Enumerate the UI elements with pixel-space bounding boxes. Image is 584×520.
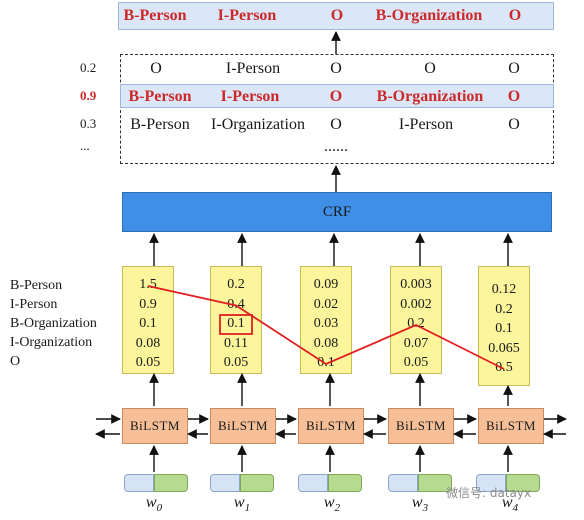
emission-column-0: [122, 266, 174, 374]
candidate-score-1: 0.9: [80, 88, 97, 103]
emission-score-c0-r4: 0.05: [135, 355, 161, 370]
bilstm-label: BiLSTM: [396, 418, 446, 433]
candidate-1-tag-2: O: [329, 88, 343, 105]
embedding-right-2: [328, 474, 362, 492]
bilstm-cell-2: BiLSTM: [298, 408, 364, 444]
row-label-b-organization: B-Organization: [10, 316, 97, 331]
row-label-i-organization: I-Organization: [10, 335, 93, 350]
candidate-2-tag-1: I-Organization: [211, 116, 305, 133]
embedding-left-1: [210, 474, 240, 492]
output-tag-4: O: [508, 7, 522, 24]
best-path-highlight: [120, 84, 554, 108]
embedding-right-4: [506, 474, 540, 492]
emission-score-c2-r0: 0.09: [313, 277, 339, 292]
emission-score-c3-r4: 0.05: [403, 355, 429, 370]
crf-layer: CRF: [122, 192, 552, 232]
bilstm-label: BiLSTM: [486, 418, 536, 433]
bilstm-cell-1: BiLSTM: [210, 408, 276, 444]
output-tag-1: I-Person: [217, 7, 277, 24]
bilstm-cell-3: BiLSTM: [388, 408, 454, 444]
candidate-0-tag-4: O: [508, 60, 520, 77]
emission-score-c1-r4: 0.05: [223, 355, 249, 370]
emission-score-c4-r3: 0.065: [488, 340, 520, 356]
embedding-right-0: [154, 474, 188, 492]
emission-score-c4-r1: 0.2: [495, 301, 513, 317]
emission-score-c4-r4: 0.5: [495, 360, 513, 375]
row-label-b-person: B-Person: [10, 278, 63, 293]
emission-score-c1-r3: 0.11: [224, 335, 248, 351]
word-1: w1: [233, 494, 251, 515]
embedding-right-3: [418, 474, 452, 492]
word-0: w0: [145, 494, 163, 515]
watermark: 微信号: datayx: [446, 486, 532, 500]
output-tag-0: B-Person: [123, 7, 187, 24]
candidate-0-tag-2: O: [330, 60, 342, 77]
embedding-left-0: [124, 474, 154, 492]
emission-score-c2-r2: 0.03: [313, 316, 339, 331]
emission-column-3: [390, 266, 442, 374]
candidate-2-tag-4: O: [508, 116, 520, 133]
emission-score-c4-r0: 0.12: [491, 282, 517, 297]
emission-score-c2-r4: 0.1: [317, 355, 335, 370]
emission-score-c0-r2: 0.1: [139, 316, 157, 331]
emission-column-4: [478, 266, 530, 386]
word-4: w4: [501, 494, 519, 515]
candidate-ellipsis: ......: [324, 138, 348, 155]
candidate-1-tag-0: B-Person: [128, 88, 192, 105]
emission-score-c3-r1: 0.002: [400, 296, 432, 312]
emission-score-c4-r2: 0.1: [495, 321, 513, 336]
candidate-score-ellipsis: ...: [80, 138, 90, 153]
emission-score-c2-r3: 0.08: [313, 335, 339, 351]
output-tag-3: B-Organization: [375, 7, 483, 24]
emission-score-c0-r1: 0.9: [139, 296, 157, 312]
row-label-i-person: I-Person: [10, 297, 58, 312]
candidate-1-tag-1: I-Person: [220, 88, 280, 105]
emission-score-c3-r0: 0.003: [400, 277, 432, 292]
emission-score-c1-r2: 0.1: [227, 316, 245, 331]
bilstm-label: BiLSTM: [306, 418, 356, 433]
crf-label: CRF: [322, 203, 352, 220]
boxed-score-cell: [219, 314, 253, 335]
emission-score-c0-r0: 1.5: [139, 277, 157, 292]
candidate-1-tag-4: O: [507, 88, 521, 105]
candidate-paths-box: [120, 54, 554, 164]
embedding-left-2: [298, 474, 328, 492]
embedding-right-1: [240, 474, 274, 492]
word-2: w2: [323, 494, 341, 515]
candidate-score-0: 0.2: [80, 60, 97, 75]
bilstm-cell-4: BiLSTM: [478, 408, 544, 444]
embedding-left-4: [476, 474, 506, 492]
emission-score-c2-r1: 0.02: [313, 296, 339, 312]
embedding-left-3: [388, 474, 418, 492]
viterbi-best-path: [147, 285, 505, 370]
emission-score-c1-r0: 0.2: [227, 277, 245, 292]
bilstm-cell-0: BiLSTM: [122, 408, 188, 444]
candidate-0-tag-1: I-Person: [225, 60, 281, 77]
bilstm-label: BiLSTM: [130, 418, 180, 433]
candidate-2-tag-2: O: [330, 116, 342, 133]
emission-score-c3-r3: 0.07: [403, 335, 429, 351]
row-label-o: O: [10, 354, 21, 369]
emission-score-c0-r3: 0.08: [135, 335, 161, 351]
candidate-2-tag-0: B-Person: [130, 116, 190, 133]
word-3: w3: [411, 494, 429, 515]
output-tag-2: O: [330, 7, 344, 24]
emission-column-1: [210, 266, 262, 374]
candidate-2-tag-3: I-Person: [398, 116, 454, 133]
candidate-1-tag-3: B-Organization: [376, 88, 484, 105]
bilstm-label: BiLSTM: [218, 418, 268, 433]
candidate-0-tag-3: O: [424, 60, 436, 77]
output-tag-sequence: B-Person I-Person O B-Organization O: [118, 2, 554, 30]
candidate-score-2: 0.3: [80, 116, 97, 131]
candidate-0-tag-0: O: [150, 60, 162, 77]
